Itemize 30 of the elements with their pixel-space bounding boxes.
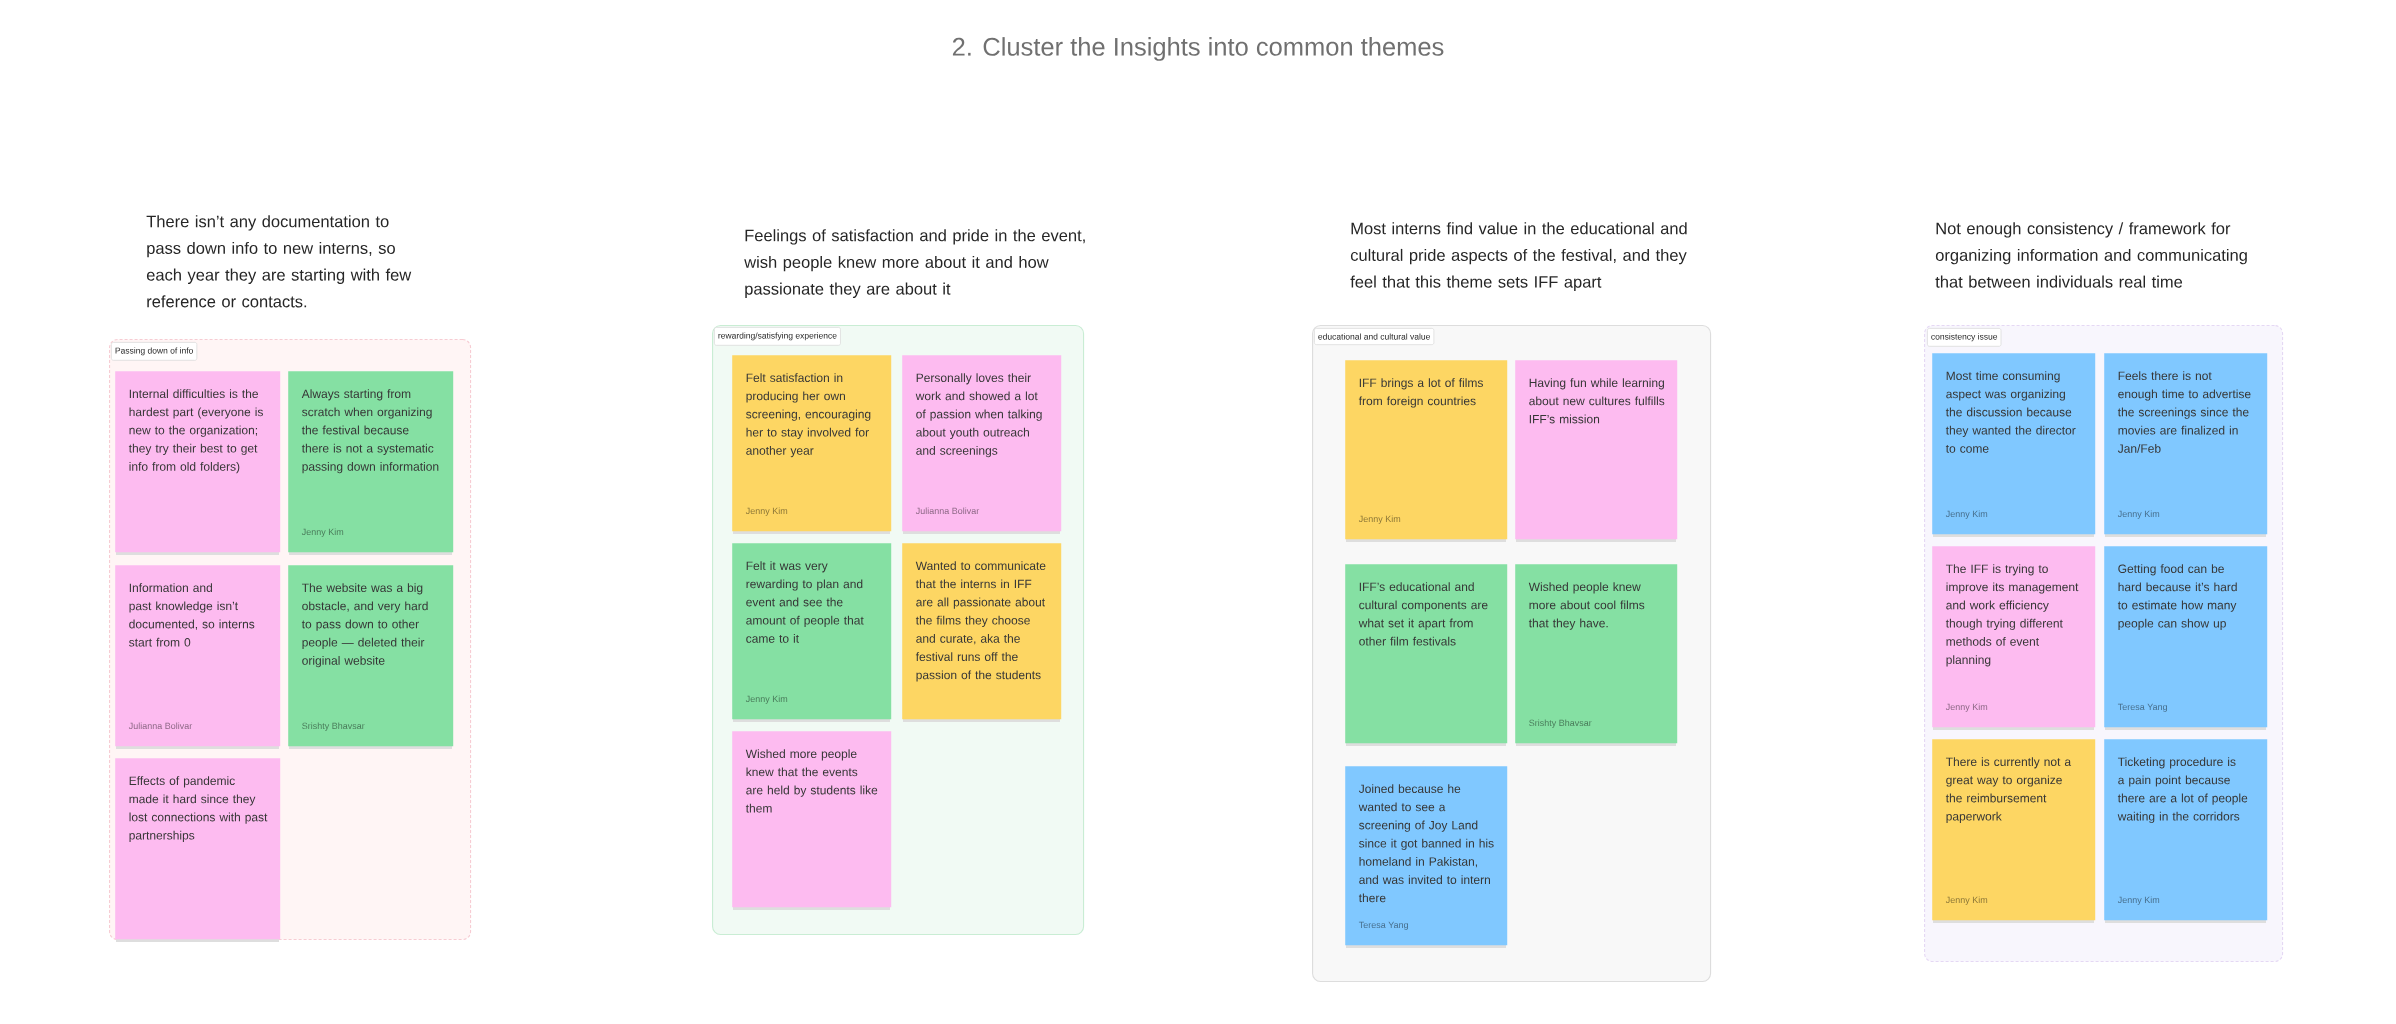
tab-label: Passing down of info: [111, 342, 198, 361]
author-name: Srishty Bhavsar: [1529, 719, 1592, 728]
author-name: Teresa Yang: [2117, 703, 2167, 712]
author-name: Julianna Bolivar: [128, 722, 193, 730]
author-name: Jenny Kim: [2117, 896, 2160, 905]
insight-text: Most interns find value in the educational and cultural pride aspects of the festival, and they feel that this theme sets IFF apart: [1350, 222, 1687, 291]
author-name: Jenny Kim: [1945, 703, 1988, 712]
author-name: Jenny Kim: [1945, 896, 1988, 905]
author-name: Jenny Kim: [1358, 515, 1401, 524]
sticky-note: Wanted to communicate that the interns in IFF are all passionate about the films they choose and curate, aka the festival runs off the passion of the students: [902, 543, 1062, 722]
sticky-note: Having fun while learning about new cultures fulfills IFF’s mission: [1515, 360, 1678, 542]
author-name: Jenny Kim: [745, 695, 788, 704]
tab-label: educational and cultural value: [1314, 328, 1435, 346]
insight-text: There isn’t any documentation to pass down info to new interns, so each year they are starting with few reference or contacts.: [146, 215, 412, 308]
insight-text: Not enough consistency / framework for organizing information and communicating that between individuals real time: [1935, 222, 2247, 288]
author-name: Julianna Bolivar: [915, 507, 980, 515]
sticky-note: Internal difficulties is the hardest part (everyone is new to the organization; they try their best to get info from old folders): [115, 371, 281, 555]
insight-text: Feelings of satisfaction and pride in the event, wish people knew more about it and how passionate they are about it: [744, 229, 1085, 298]
tab-label: consistency issue: [1927, 328, 2002, 347]
author-name: Srishty Bhavsar: [302, 722, 365, 731]
author-name: Jenny Kim: [301, 528, 344, 537]
author-name: Jenny Kim: [745, 507, 788, 516]
tab-label: rewarding/satisfying experience: [714, 327, 841, 346]
author-name: Jenny Kim: [2117, 510, 2160, 519]
author-name: Teresa Yang: [1358, 921, 1408, 930]
sticky-note: IFF’s educational and cultural components are what set it apart from other film festivals: [1345, 564, 1508, 746]
sticky-note: Effects of pandemic made it hard since they lost connections with past partnerships: [115, 758, 281, 942]
author-name: Jenny Kim: [1945, 510, 1988, 519]
title: 2. Cluster the Insights into common themes: [952, 37, 1444, 61]
sticky-note: Wished more people knew that the events are held by students like them: [732, 731, 892, 910]
